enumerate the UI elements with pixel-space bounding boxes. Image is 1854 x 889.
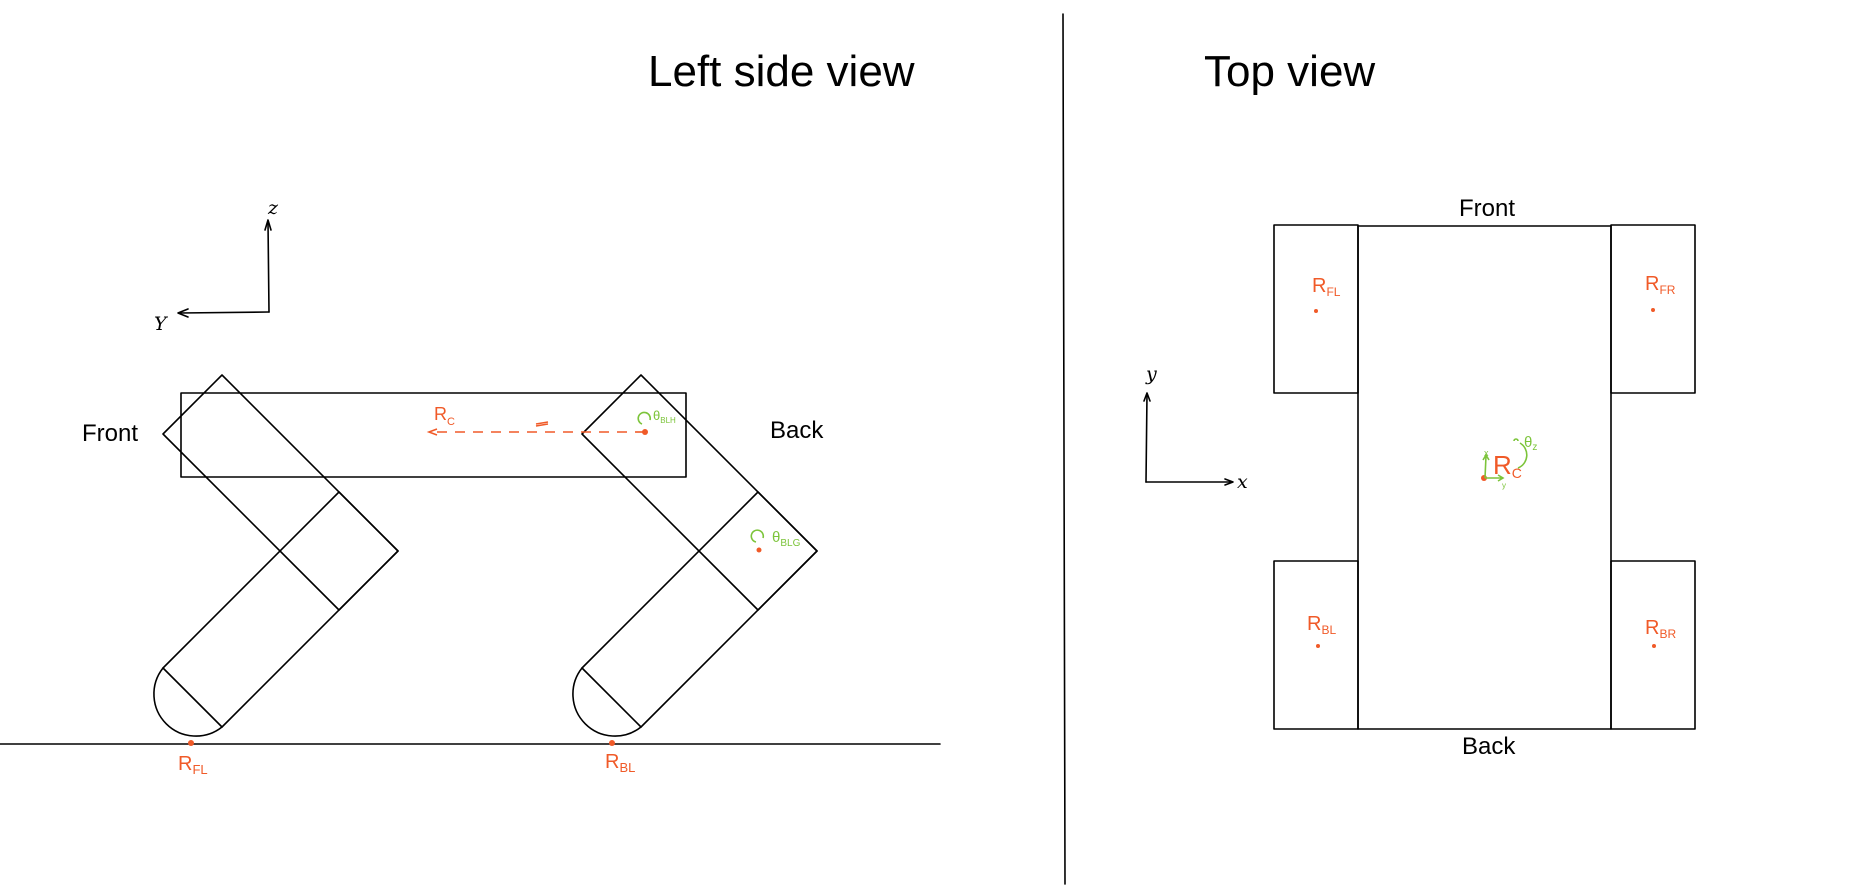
- top-view-title: Top view: [1204, 47, 1375, 96]
- back-leg: [572, 374, 818, 737]
- z-axis-label: z: [267, 197, 279, 219]
- theta-blg-label: θBLG: [772, 529, 801, 549]
- y-axis-label: Y: [154, 313, 169, 335]
- rc-origin-dot: [642, 429, 648, 435]
- front-leg: [153, 374, 399, 737]
- y-axis-line: [179, 311, 270, 314]
- r-bl-contact-dot: [609, 740, 615, 746]
- top-front-label: Front: [1459, 195, 1515, 222]
- top-mini-x-arrow-icon: [1482, 453, 1490, 479]
- robot-body: [180, 392, 687, 478]
- top-y-axis-arrow-icon: [1143, 392, 1151, 402]
- theta-blh-arc-icon: [637, 411, 651, 425]
- top-y-axis-line: [1145, 393, 1148, 483]
- front-knee-link: [162, 491, 399, 728]
- y-axis-arrow-icon: [177, 308, 189, 318]
- left-front-label: Front: [82, 420, 138, 447]
- r-bl-label-side: RBL: [605, 751, 635, 775]
- back-shin-divider: [698, 550, 759, 611]
- top-leg-back-right: [1610, 560, 1696, 730]
- back-knee-link: [581, 491, 818, 728]
- top-view-panel: Top view y x Front Back RFL RFR RBL RBR: [1143, 47, 1696, 760]
- z-axis-arrow-icon: [264, 219, 272, 231]
- top-r-bl-label: RBL: [1307, 613, 1336, 637]
- top-r-br-label: RBR: [1645, 617, 1676, 641]
- top-mini-y-label: y: [1502, 481, 1506, 490]
- r-fl-label-side: RFL: [178, 753, 208, 777]
- r-fl-contact-dot: [188, 740, 194, 746]
- left-view-title: Left side view: [648, 47, 915, 96]
- top-r-fl-dot: [1314, 309, 1318, 313]
- rc-label: RC: [434, 404, 455, 428]
- top-r-br-dot: [1652, 644, 1656, 648]
- left-back-label: Back: [770, 417, 824, 444]
- front-hip-link: [162, 374, 399, 611]
- top-axis: y x: [1143, 363, 1248, 493]
- z-axis-line: [267, 221, 270, 313]
- top-y-axis-label: y: [1145, 363, 1157, 385]
- top-mini-x-label: x: [1484, 448, 1489, 458]
- top-theta-z-label: θz: [1524, 434, 1537, 453]
- front-foot: [153, 667, 223, 737]
- top-r-fl-label: RFL: [1312, 275, 1341, 299]
- top-leg-front-left: [1273, 224, 1359, 394]
- back-hip-link: [581, 374, 818, 611]
- top-r-bl-dot: [1316, 644, 1320, 648]
- rc-scribble: [535, 421, 549, 427]
- top-body: [1357, 225, 1612, 730]
- top-back-label: Back: [1462, 733, 1516, 760]
- top-rc-label: RC: [1493, 450, 1522, 481]
- top-leg-back-left: [1273, 560, 1359, 730]
- top-mini-y-arrow-icon: [1485, 474, 1505, 482]
- top-x-axis-label: x: [1237, 471, 1248, 493]
- theta-blh-label: θBLH: [653, 408, 676, 425]
- knee-dot: [756, 547, 762, 553]
- rc-vector-arrow-icon: [426, 428, 438, 436]
- front-shin-divider: [279, 550, 340, 611]
- top-r-fr-label: RFR: [1645, 273, 1676, 297]
- top-theta-z-arc-icon: [1513, 438, 1528, 469]
- left-axis: z Y: [154, 197, 279, 335]
- top-leg-front-right: [1610, 224, 1696, 394]
- top-x-axis-arrow-icon: [1224, 478, 1234, 486]
- back-foot: [572, 667, 642, 737]
- theta-blg-arc-icon: [750, 529, 765, 543]
- top-r-fr-dot: [1651, 308, 1655, 312]
- left-side-view-panel: Left side view z Y Front: [0, 47, 941, 777]
- panel-divider: [1062, 13, 1066, 885]
